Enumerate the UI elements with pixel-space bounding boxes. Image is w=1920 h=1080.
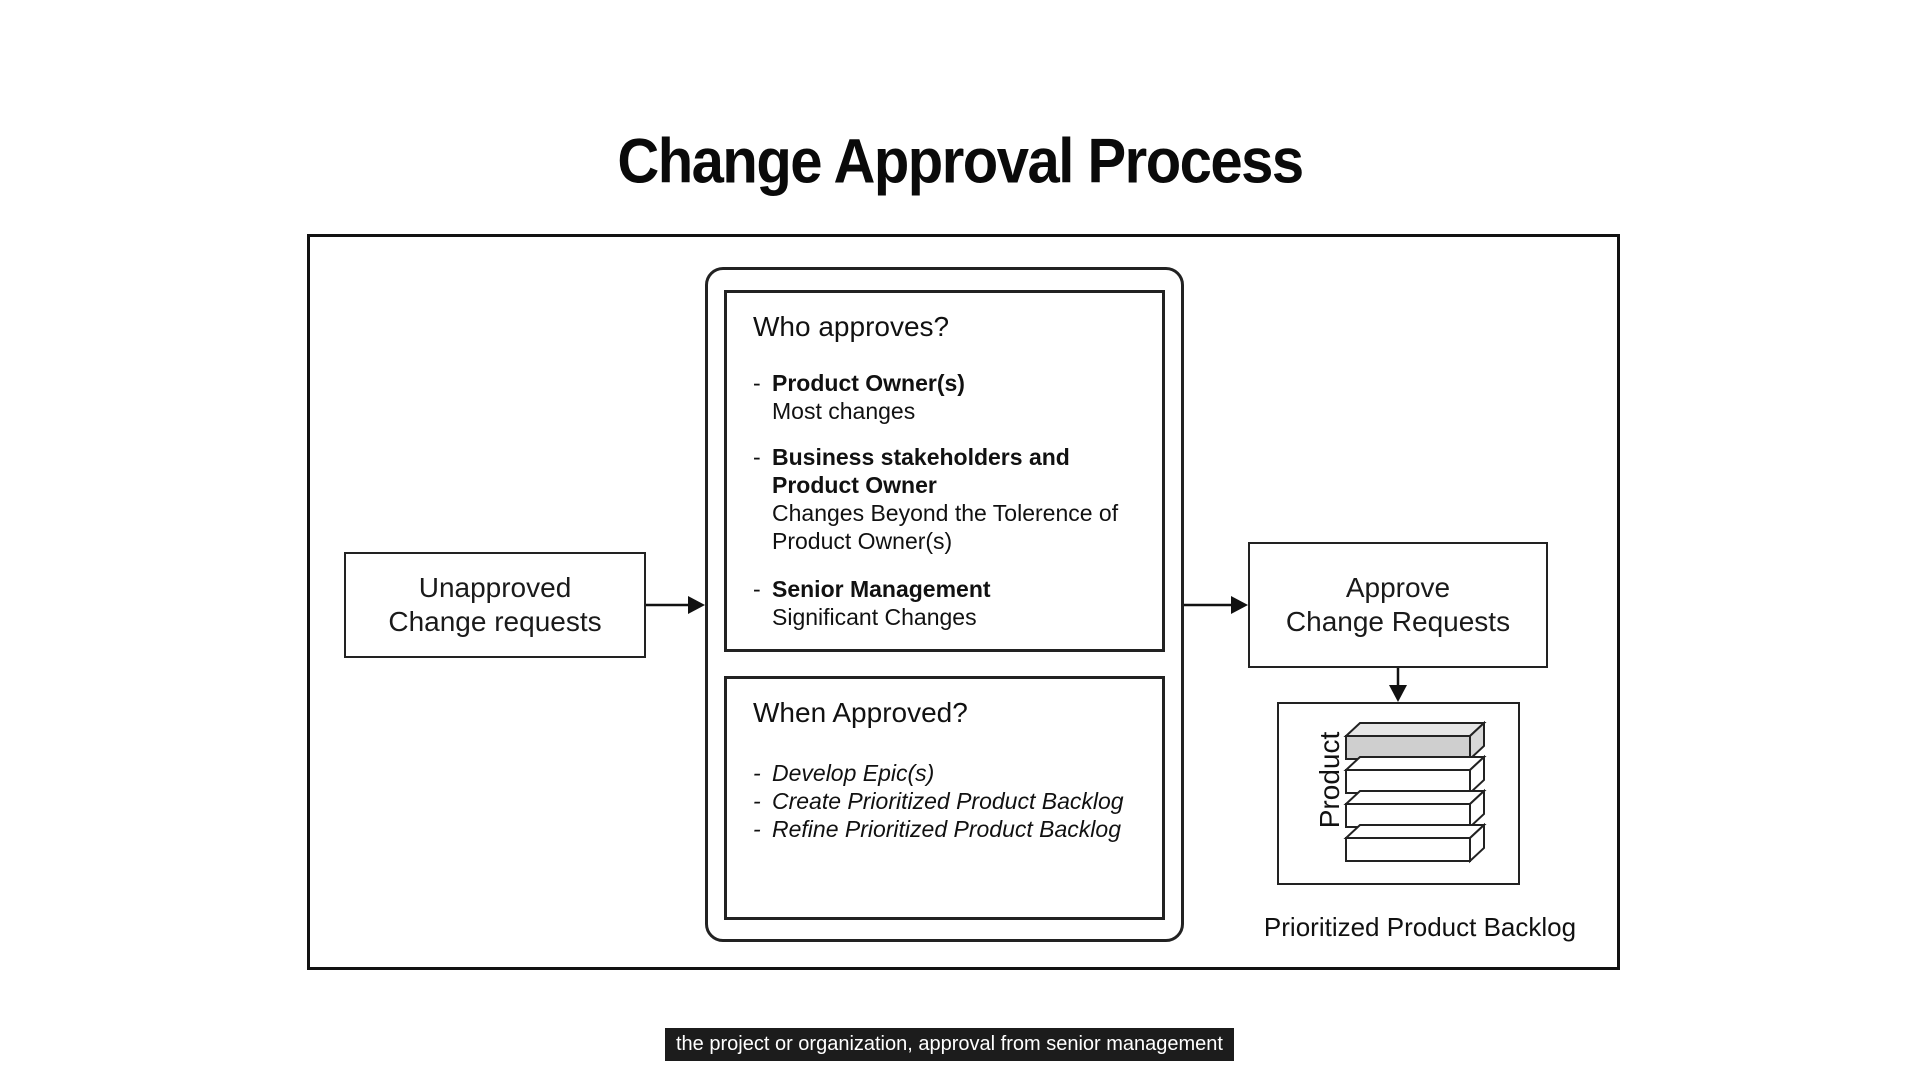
action-label: Develop Epic(s) bbox=[772, 760, 935, 786]
approver-scope-cont: Product Owner(s) bbox=[772, 528, 953, 554]
approver-item: - Business stakeholders and Product Owne… bbox=[753, 444, 1119, 554]
approve-line2: Change Requests bbox=[1285, 606, 1511, 637]
approver-item: - Product Owner(s) Most changes bbox=[753, 370, 965, 424]
arrow-to-approve bbox=[1184, 596, 1248, 614]
approver-scope: Significant Changes bbox=[772, 604, 977, 630]
unapproved-line2: Change requests bbox=[388, 606, 602, 637]
approver-scope: Most changes bbox=[772, 398, 916, 424]
approve-box: Approve Change Requests bbox=[1248, 542, 1548, 668]
diagram-frame bbox=[307, 234, 1620, 970]
unapproved-box: Unapproved Change requests bbox=[344, 552, 646, 658]
approver-name: Business stakeholders and bbox=[772, 444, 1070, 470]
approver-name-cont: Product Owner bbox=[772, 472, 937, 498]
who-approves-heading: Who approves? bbox=[753, 311, 950, 342]
when-approved-panel: When Approved? -Develop Epic(s) -Create … bbox=[724, 676, 1165, 920]
action-label: Refine Prioritized Product Backlog bbox=[772, 816, 1121, 842]
arrow-to-backlog bbox=[1389, 668, 1407, 702]
video-subtitle: the project or organization, approval fr… bbox=[665, 1028, 1234, 1061]
when-approved-heading: When Approved? bbox=[753, 697, 968, 728]
action-item: -Create Prioritized Product Backlog bbox=[753, 788, 1124, 814]
action-item: -Develop Epic(s) bbox=[753, 760, 935, 786]
arrow-to-approval bbox=[646, 596, 705, 614]
approval-container bbox=[705, 267, 1184, 942]
approver-name: Product Owner(s) bbox=[772, 370, 965, 396]
approver-scope: Changes Beyond the Tolerence of bbox=[772, 500, 1119, 526]
approver-item: - Senior Management Significant Changes bbox=[753, 576, 991, 630]
approve-line1: Approve bbox=[1345, 572, 1451, 603]
action-item: -Refine Prioritized Product Backlog bbox=[753, 816, 1121, 842]
action-label: Create Prioritized Product Backlog bbox=[772, 788, 1124, 814]
who-approves-panel: Who approves? - Product Owner(s) Most ch… bbox=[724, 290, 1165, 652]
backlog-caption: Prioritized Product Backlog bbox=[1263, 912, 1577, 942]
approver-name: Senior Management bbox=[772, 576, 991, 602]
backlog-stack-icon bbox=[1343, 720, 1487, 864]
page-title: Change Approval Process bbox=[617, 126, 1304, 197]
unapproved-line1: Unapproved bbox=[418, 572, 572, 603]
